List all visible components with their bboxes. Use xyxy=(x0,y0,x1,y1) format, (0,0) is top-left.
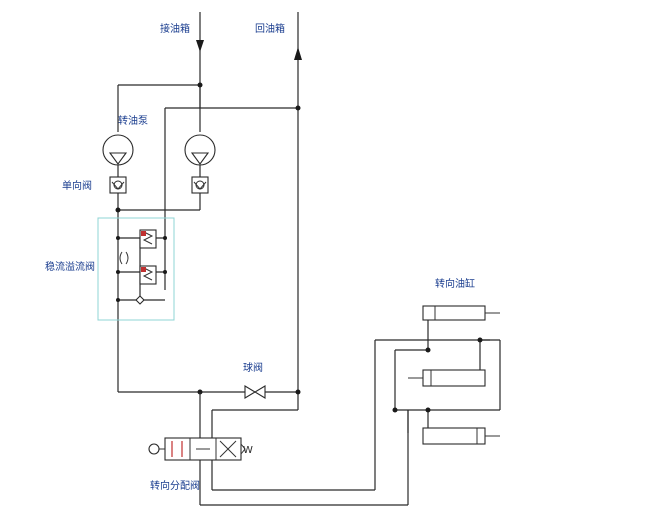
flow-arrow-down-icon xyxy=(196,40,204,52)
pump-right xyxy=(184,134,216,166)
steering-valve xyxy=(148,392,298,461)
label-oil-return: 回油箱 xyxy=(255,22,285,35)
check-valve-right xyxy=(191,176,209,194)
label-steering-cylinder: 转向油缸 xyxy=(435,277,475,290)
junction-dot xyxy=(295,389,301,395)
label-ball-valve: 球阀 xyxy=(243,361,263,374)
valve-handle-icon xyxy=(148,443,160,455)
cylinder-lines xyxy=(199,320,501,506)
junction-dot xyxy=(116,298,120,302)
junction-dot xyxy=(295,105,301,111)
steering-cylinder-2 xyxy=(408,369,486,387)
label-oil-in: 接油箱 xyxy=(160,22,190,35)
return-line xyxy=(164,12,302,410)
label-valve-port: W xyxy=(243,445,253,456)
pump-triangle-icon xyxy=(108,152,128,165)
pump-triangle-icon xyxy=(190,152,210,165)
junction-dot xyxy=(477,337,483,343)
label-check-valve: 单向阀 xyxy=(62,179,92,192)
junction-dot xyxy=(392,407,398,413)
junction-dot xyxy=(425,407,431,413)
flow-valve-block xyxy=(116,229,167,305)
flow-arrow-up-icon xyxy=(294,47,302,60)
label-pump: 转油泵 xyxy=(118,114,148,127)
junction-dot xyxy=(116,236,120,240)
ball-valve-icon xyxy=(244,385,257,399)
junction-dot xyxy=(116,270,120,274)
flow-valve-dashed-box xyxy=(97,217,175,321)
pump-left xyxy=(102,134,134,166)
junction-dot xyxy=(115,207,121,213)
check-valve-left xyxy=(109,176,127,194)
steering-cylinder-1 xyxy=(422,305,500,321)
junction-dot xyxy=(163,236,167,240)
junction-dot xyxy=(197,82,203,88)
label-flow-valve: 稳流溢流阀 xyxy=(45,260,95,273)
label-steering-valve: 转向分配阀 xyxy=(150,479,200,492)
junction-dot xyxy=(163,270,167,274)
junction-dot xyxy=(425,347,431,353)
ball-valve-line xyxy=(118,385,298,399)
steering-cylinder-3 xyxy=(422,427,500,445)
